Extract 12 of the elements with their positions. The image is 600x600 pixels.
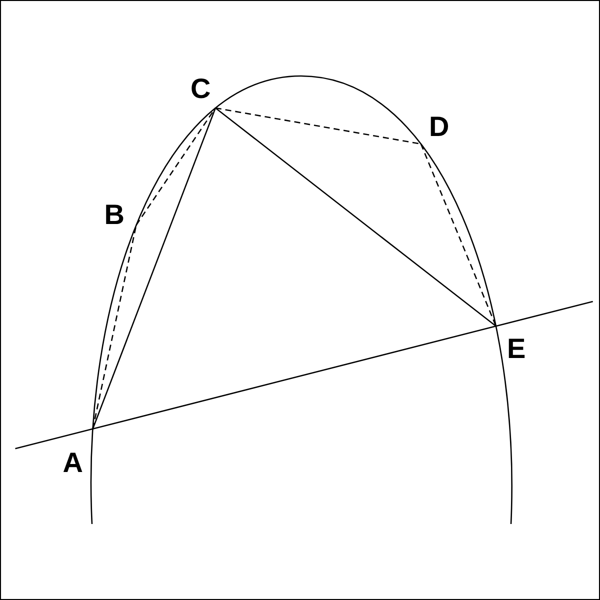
point-label: D bbox=[428, 112, 450, 141]
dashed-line bbox=[420, 144, 497, 326]
point-label: A bbox=[62, 448, 83, 477]
dashed-line bbox=[92, 224, 137, 429]
point-label: B bbox=[104, 201, 124, 230]
dashed-line bbox=[215, 107, 422, 145]
line bbox=[92, 108, 216, 430]
point-label: E bbox=[506, 335, 526, 364]
dashed-line bbox=[136, 108, 216, 226]
point-label: C bbox=[190, 74, 211, 103]
line bbox=[215, 107, 496, 327]
line bbox=[92, 326, 496, 430]
